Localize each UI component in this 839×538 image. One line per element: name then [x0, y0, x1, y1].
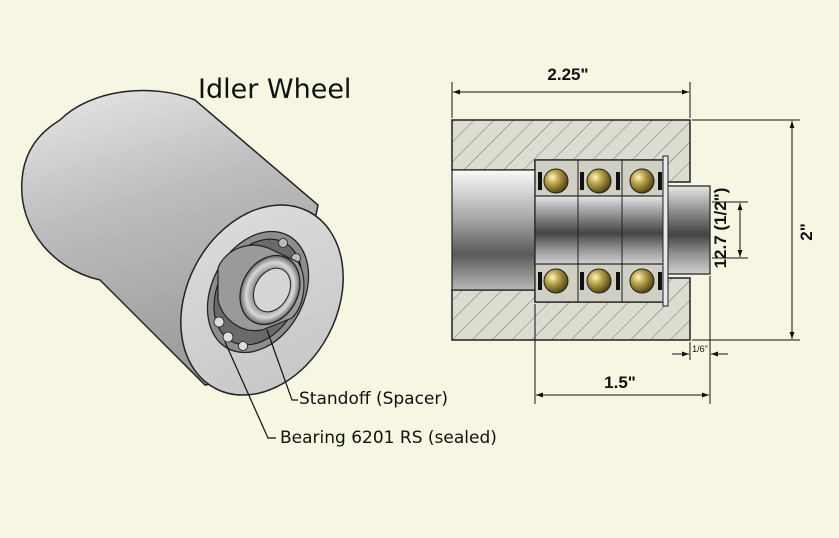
bearing-ball: [586, 168, 612, 194]
bearing-ball: [222, 331, 234, 343]
callout-standoff: Standoff (Spacer): [299, 389, 449, 409]
dim-text-bearing-depth: 1.5": [604, 373, 636, 392]
dim-text-bore: 12.7 (1/2"): [711, 188, 730, 269]
bearing-leader-line: [224, 341, 276, 439]
dim-text-overall-length: 2.25": [547, 65, 588, 84]
bearing-ball: [543, 268, 569, 294]
bearing-ball: [543, 168, 569, 194]
retaining-clip: [662, 155, 669, 307]
callout-bearing: Bearing 6201 RS (sealed): [280, 428, 497, 448]
dim-text-protrusion: 1/6": [692, 344, 708, 354]
bearing-ball: [238, 341, 248, 351]
standoff-bore: [253, 267, 291, 313]
wheel-3d-view: [21, 89, 344, 439]
housing-bore: [451, 169, 536, 291]
bearing-seals: [538, 172, 662, 290]
cross-section-view: 2.25" 2" 12.7 (1/2") 1.5" 1/6": [451, 65, 816, 404]
standoff-leader-line: [266, 329, 298, 401]
bearing-ball: [213, 316, 225, 328]
bearing-ball: [278, 238, 288, 248]
bearing-ball: [586, 268, 612, 294]
bearing-ball: [629, 268, 655, 294]
bearing-ball: [629, 168, 655, 194]
page-title: Idler Wheel: [198, 74, 352, 105]
bearing-balls-upper: [543, 168, 655, 194]
shaft: [534, 195, 666, 265]
shaft-protrusion: [664, 185, 711, 275]
bearing-balls-lower: [543, 268, 655, 294]
dim-text-diameter: 2": [797, 223, 816, 241]
